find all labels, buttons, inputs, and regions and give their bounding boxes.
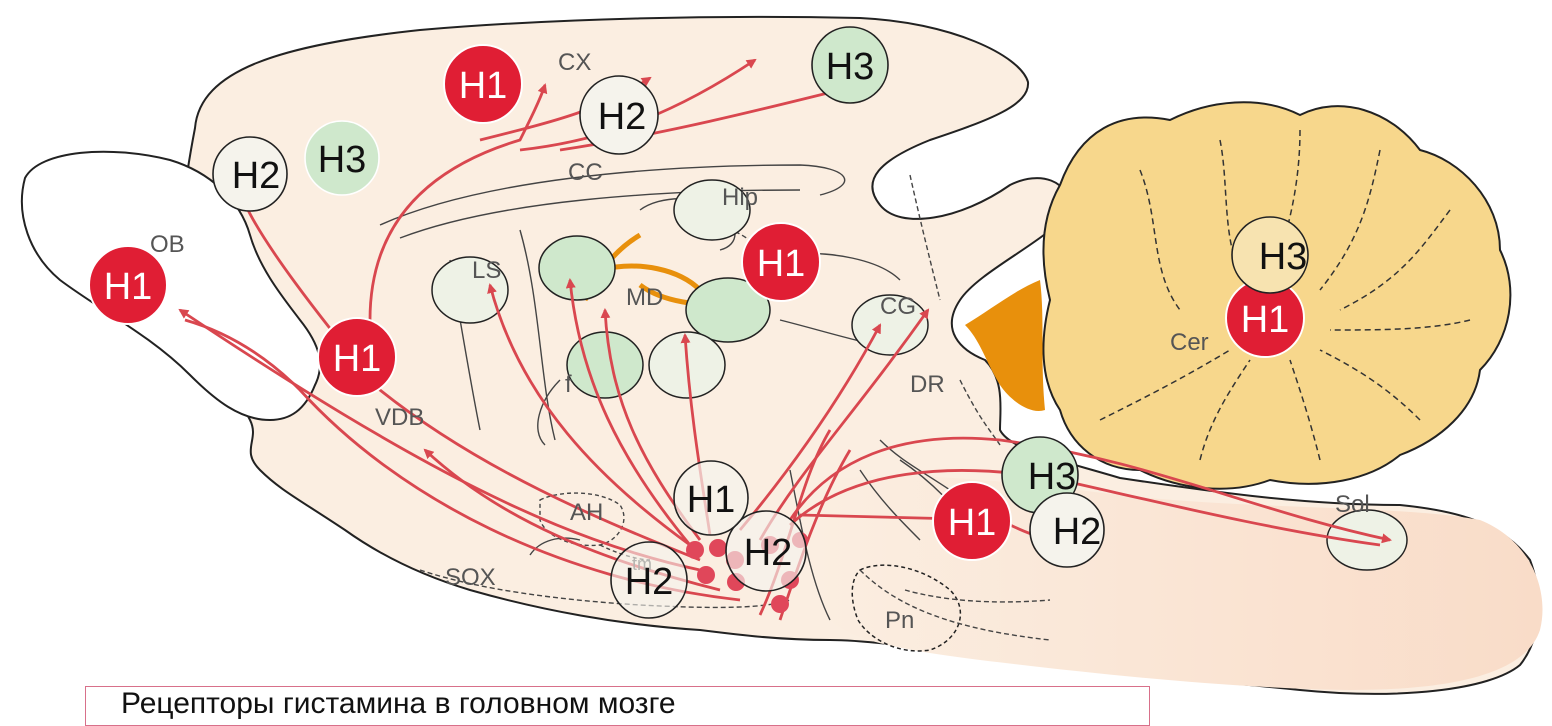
h2-marker-brainstem: H2 [1030, 493, 1104, 567]
label-ls: LS [472, 257, 501, 284]
h3-marker-cortex: H3 [812, 27, 888, 103]
label-hip: Hip [722, 184, 758, 211]
svg-text:H2: H2 [598, 96, 647, 138]
svg-text:H3: H3 [1259, 236, 1308, 278]
label-md: MD [626, 284, 663, 311]
svg-text:H3: H3 [826, 46, 875, 88]
h2-marker-tm: H2 [611, 542, 687, 618]
h1-marker-olfactory: H1 [89, 246, 167, 324]
svg-text:H2: H2 [1053, 511, 1102, 553]
label-cx: CX [558, 49, 591, 76]
h1-marker-septum: H1 [318, 318, 396, 396]
brain-diagram: CX OB CC Hip LS MD CG f VDB DR AH SOX Pn… [0, 0, 1552, 709]
h3-marker-cerebellum: H3 [1232, 217, 1308, 293]
svg-text:H1: H1 [1241, 299, 1290, 341]
label-cer: Cer [1170, 329, 1209, 356]
label-cc: CC [568, 159, 603, 186]
caption-text: Рецепторы гистамина в головном мозге [121, 689, 676, 719]
label-cg: CG [880, 293, 916, 320]
h3-marker-frontal: H3 [305, 121, 379, 195]
svg-text:H1: H1 [333, 338, 382, 380]
label-sox: SOX [445, 564, 496, 591]
svg-text:H1: H1 [757, 243, 806, 285]
label-ah: AH [570, 499, 603, 526]
svg-text:H1: H1 [104, 266, 153, 308]
label-ob: OB [150, 231, 185, 258]
h2-marker-cortex: H2 [580, 76, 658, 154]
svg-text:H1: H1 [948, 502, 997, 544]
svg-text:H2: H2 [625, 561, 674, 603]
h1-marker-hypothalamus-outline: H1 [674, 461, 748, 535]
label-sol: Sol [1335, 491, 1370, 518]
green-region-ls-adjacent [539, 236, 615, 300]
svg-text:H3: H3 [318, 139, 367, 181]
label-pn: Pn [885, 607, 914, 634]
h1-marker-brainstem: H1 [933, 482, 1011, 560]
label-f: f [565, 371, 572, 398]
label-vdb: VDB [375, 404, 424, 431]
svg-text:H3: H3 [1028, 456, 1077, 498]
h1-marker-cortex: H1 [444, 45, 522, 123]
green-region-thalamus [567, 332, 643, 398]
label-dr: DR [910, 371, 945, 398]
svg-text:H2: H2 [232, 155, 281, 197]
svg-text:H1: H1 [459, 65, 508, 107]
h2-marker-frontal: H2 [213, 137, 287, 211]
caption-box: Рецепторы гистамина в головном мозге [85, 686, 1150, 726]
h1-marker-thalamus: H1 [742, 223, 820, 301]
svg-text:H1: H1 [687, 479, 736, 521]
svg-text:H2: H2 [744, 532, 793, 574]
